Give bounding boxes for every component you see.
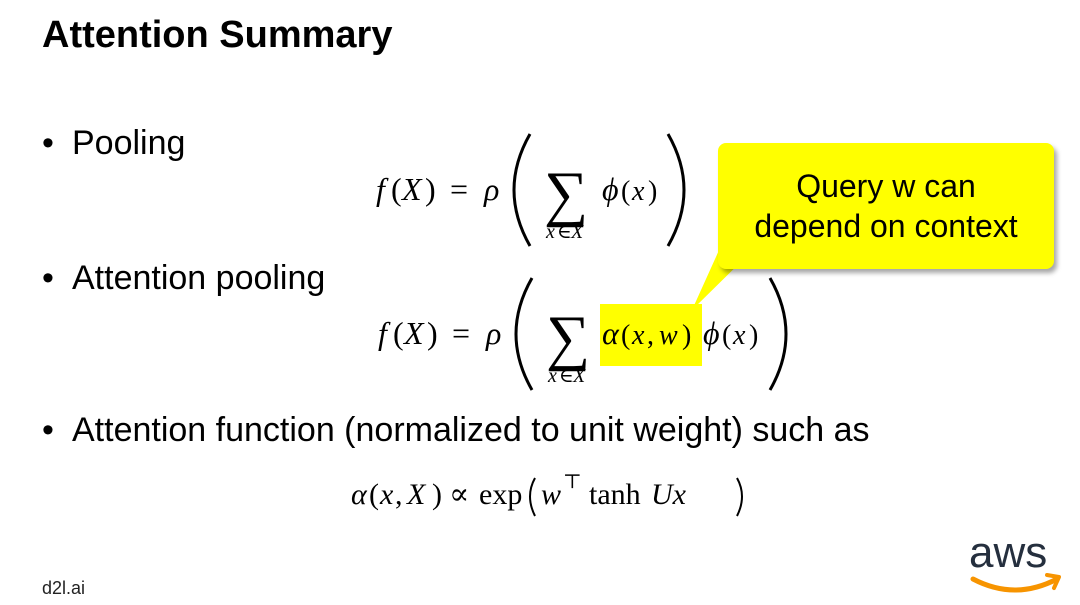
bullet-pooling: • Pooling	[42, 124, 185, 163]
svg-text:w: w	[659, 320, 678, 351]
footer-source: d2l.ai	[42, 578, 86, 598]
svg-text:x: x	[379, 478, 394, 511]
svg-text:∝: ∝	[449, 478, 469, 511]
svg-text:∑: ∑	[544, 160, 588, 228]
svg-text:,: ,	[395, 478, 403, 511]
svg-text:X: X	[572, 365, 586, 387]
svg-text:X: X	[570, 221, 584, 243]
svg-text:): )	[432, 478, 442, 511]
svg-text:x: x	[631, 176, 645, 207]
svg-text:(: (	[621, 176, 630, 207]
callout-box	[718, 143, 1054, 269]
bullet-dot: •	[42, 411, 54, 449]
svg-text:∑: ∑	[546, 304, 590, 372]
svg-text:,: ,	[647, 320, 654, 351]
svg-text:f: f	[376, 171, 389, 207]
callout-line-1: Query w can	[796, 168, 976, 204]
svg-text:): )	[648, 176, 657, 207]
svg-text:X: X	[400, 171, 423, 207]
svg-text:∈: ∈	[557, 221, 572, 243]
svg-text:(: (	[391, 171, 402, 207]
attention-pooling-equation: f ( X ) = ρ ∑ x ∈ X α ( x , w ) ϕ ( x )	[378, 277, 788, 391]
svg-text:ρ: ρ	[483, 171, 499, 207]
attention-function-equation: α ( x , X ) ∝ exp w ⊤ tanh Ux	[351, 471, 743, 517]
bullet-dot: •	[42, 124, 54, 162]
pooling-equation: f ( X ) = ρ ∑ x ∈ X ϕ ( x )	[376, 133, 686, 247]
svg-text:∈: ∈	[559, 365, 574, 387]
bullet-label: Attention function (normalized to unit w…	[72, 411, 870, 449]
bullet-attention-function: • Attention function (normalized to unit …	[42, 411, 870, 450]
svg-text:Ux: Ux	[651, 478, 687, 511]
svg-text:(: (	[393, 315, 404, 351]
svg-text:): )	[682, 320, 691, 351]
svg-text:ρ: ρ	[485, 315, 501, 351]
svg-text:(: (	[621, 320, 630, 351]
svg-text:=: =	[450, 171, 468, 207]
bullet-attention-pooling: • Attention pooling	[42, 259, 325, 298]
svg-text:): )	[749, 320, 758, 351]
svg-text:f: f	[378, 315, 391, 351]
callout-text: Query w can depend on context	[718, 166, 1054, 246]
svg-text:x: x	[631, 320, 645, 351]
bullet-label: Attention pooling	[72, 259, 326, 297]
svg-text:(: (	[722, 320, 731, 351]
svg-text:X: X	[402, 315, 425, 351]
svg-text:X: X	[406, 478, 427, 511]
svg-text:α: α	[602, 315, 620, 351]
svg-text:α: α	[351, 478, 368, 511]
bullet-label: Pooling	[72, 124, 186, 162]
svg-text:tanh: tanh	[589, 478, 641, 511]
query-highlight	[600, 304, 702, 366]
bullet-dot: •	[42, 259, 54, 297]
svg-text:⊤: ⊤	[563, 471, 582, 493]
aws-logo: aws	[969, 528, 1061, 593]
svg-text:ϕ: ϕ	[602, 171, 619, 207]
svg-text:x: x	[732, 320, 746, 351]
aws-logo-text: aws	[969, 528, 1047, 577]
svg-text:=: =	[452, 315, 470, 351]
svg-text:ϕ: ϕ	[703, 315, 720, 351]
svg-text:x: x	[547, 365, 557, 387]
callout-line-2: depend on context	[754, 208, 1018, 244]
svg-text:exp: exp	[479, 478, 522, 511]
svg-text:w: w	[541, 478, 561, 511]
svg-text:x: x	[545, 221, 555, 243]
svg-text:(: (	[369, 478, 379, 511]
svg-text:): )	[425, 171, 436, 207]
slide-title: Attention Summary	[42, 14, 393, 56]
svg-text:): )	[427, 315, 438, 351]
